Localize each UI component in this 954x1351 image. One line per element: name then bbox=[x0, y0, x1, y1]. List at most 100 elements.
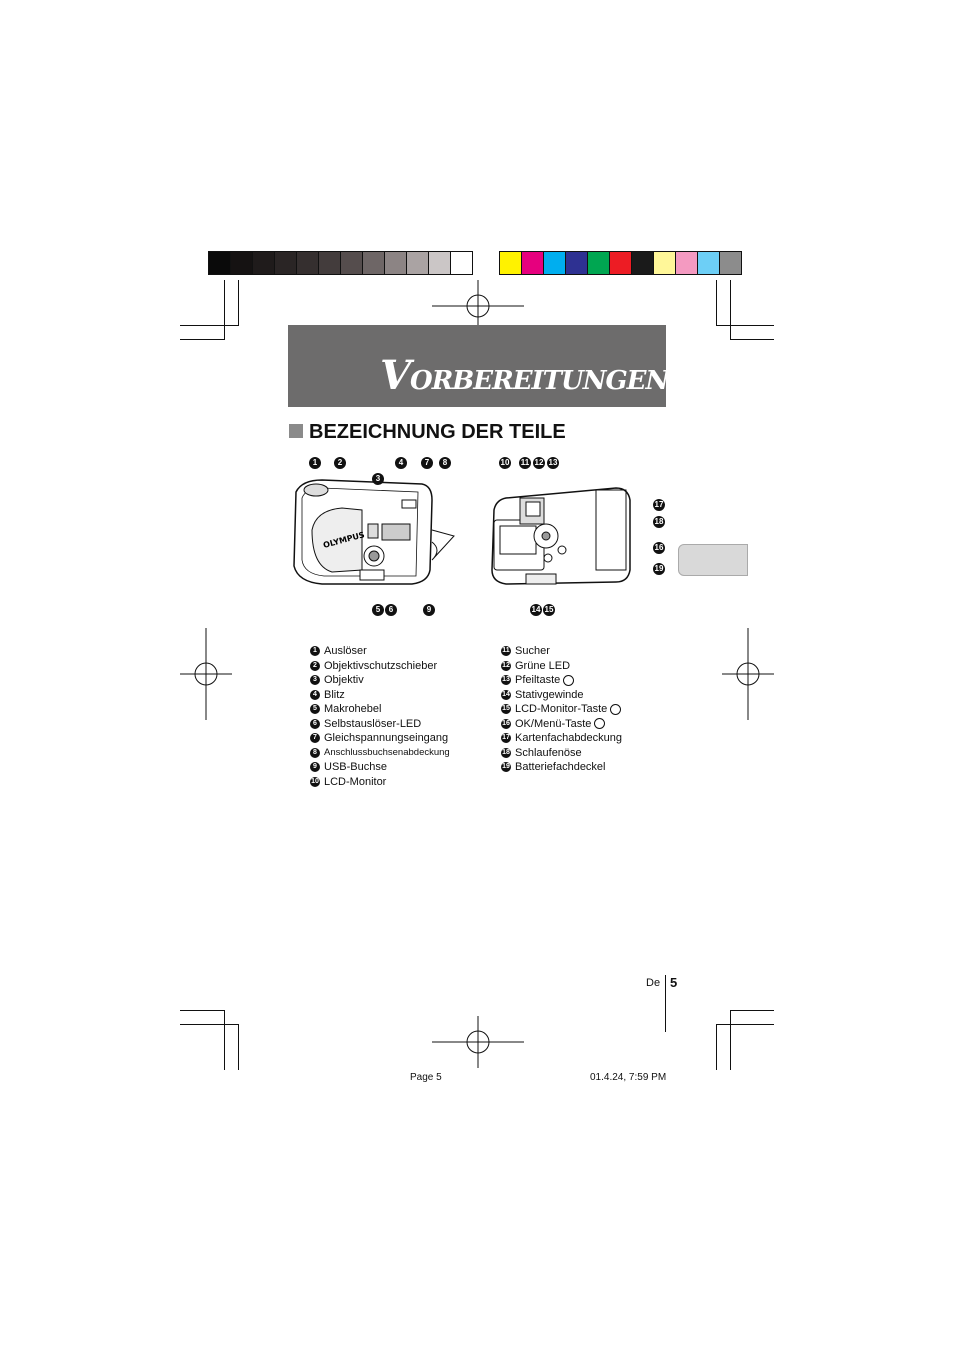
page-number-divider bbox=[665, 975, 666, 1032]
language-code: De bbox=[646, 977, 661, 989]
item-number-badge: 5 bbox=[310, 704, 320, 715]
item-number-badge: 3 bbox=[310, 675, 320, 686]
item-label: Stativgewinde bbox=[515, 688, 584, 701]
crop-mark bbox=[730, 339, 774, 340]
diagram-callout-number: 7 bbox=[421, 457, 433, 469]
item-number-badge: 2 bbox=[310, 660, 320, 671]
color-calibration-bar bbox=[499, 251, 742, 275]
crop-mark bbox=[716, 1024, 774, 1025]
list-item: 5 Makrohebel bbox=[310, 702, 450, 717]
color-swatch bbox=[676, 252, 698, 274]
crop-mark bbox=[238, 1024, 239, 1070]
crop-mark bbox=[730, 1010, 774, 1011]
diagram-callout-number: 11 bbox=[519, 457, 531, 469]
color-swatch bbox=[654, 252, 676, 274]
crop-mark bbox=[224, 1010, 225, 1070]
diagram-callout-number: 17 bbox=[653, 499, 665, 511]
diagram-callout-number: 18 bbox=[653, 516, 665, 528]
color-swatch bbox=[297, 252, 319, 274]
color-swatch bbox=[588, 252, 610, 274]
diagram-callout-number: 8 bbox=[439, 457, 451, 469]
color-swatch bbox=[610, 252, 632, 274]
item-number-badge: 12 bbox=[501, 660, 511, 671]
diagram-callout-number: 2 bbox=[334, 457, 346, 469]
list-item: 17 Kartenfachabdeckung bbox=[501, 731, 622, 746]
item-label: Auslöser bbox=[324, 645, 367, 657]
color-swatch bbox=[698, 252, 720, 274]
button-symbol-icon bbox=[610, 703, 622, 715]
diagram-callout-number: 3 bbox=[372, 473, 384, 485]
item-label: OK/Menü-Taste bbox=[515, 717, 592, 730]
crop-mark bbox=[224, 280, 225, 340]
item-number-badge: 10 bbox=[310, 776, 320, 787]
item-label: Sucher bbox=[515, 645, 550, 657]
item-label: Grüne LED bbox=[515, 659, 571, 672]
list-item: 8 Anschlussbuchsenabdeckung bbox=[310, 746, 450, 761]
list-item: 3 Objektiv bbox=[310, 673, 450, 688]
item-label: Objektivschutzschieber bbox=[324, 659, 438, 672]
list-item: 15 LCD-Monitor-Taste bbox=[501, 702, 622, 717]
section-title: BEZEICHNUNG DER TEILE bbox=[309, 421, 566, 443]
item-number-badge: 17 bbox=[501, 733, 511, 744]
registration-target-icon bbox=[722, 628, 774, 720]
item-label: Selbstauslöser-LED bbox=[324, 717, 422, 730]
crop-mark bbox=[716, 280, 717, 326]
item-number-badge: 11 bbox=[501, 646, 511, 657]
diagram-callout-number: 6 bbox=[385, 604, 397, 616]
color-swatch bbox=[363, 252, 385, 274]
item-label: USB-Buchse bbox=[324, 761, 387, 773]
color-swatch bbox=[451, 252, 472, 274]
crop-mark bbox=[180, 325, 238, 326]
chapter-title: VORBEREITUNGEN bbox=[380, 352, 669, 399]
crop-mark bbox=[180, 1010, 225, 1011]
diagram-callout-number: 19 bbox=[653, 563, 665, 575]
list-item: 10 LCD-Monitor bbox=[310, 775, 450, 790]
item-label: Objektiv bbox=[324, 674, 364, 686]
camera-back-illustration bbox=[491, 487, 631, 585]
color-swatch bbox=[566, 252, 588, 274]
color-swatch bbox=[720, 252, 741, 274]
registration-target-icon bbox=[432, 1016, 524, 1068]
diagram-callout-number: 14 bbox=[530, 604, 542, 616]
chapter-side-tab bbox=[678, 544, 748, 576]
button-symbol-icon bbox=[594, 718, 606, 730]
color-swatch bbox=[407, 252, 429, 274]
crop-mark bbox=[716, 1024, 717, 1070]
item-label: Gleichspannungseingang bbox=[324, 732, 449, 744]
color-swatch bbox=[429, 252, 451, 274]
item-label: LCD-Monitor-Taste bbox=[515, 703, 608, 715]
chapter-title-band bbox=[288, 325, 666, 407]
color-swatch bbox=[500, 252, 522, 274]
item-number-badge: 1 bbox=[310, 646, 320, 657]
color-swatch bbox=[385, 252, 407, 274]
crop-mark bbox=[730, 1010, 731, 1070]
crop-mark bbox=[180, 1024, 238, 1025]
item-number-badge: 15 bbox=[501, 704, 511, 715]
color-swatch bbox=[544, 252, 566, 274]
slug-timestamp: 01.4.24, 7:59 PM bbox=[590, 1072, 667, 1083]
item-label: LCD-Monitor bbox=[324, 775, 387, 788]
grayscale-calibration-bar bbox=[208, 251, 473, 275]
item-label: Makrohebel bbox=[324, 703, 382, 715]
color-swatch bbox=[253, 252, 275, 274]
item-label: Batteriefachdeckel bbox=[515, 761, 606, 773]
parts-list-left: 1 Auslöser 2 Objektivschutzschieber 3 Objekti… bbox=[310, 644, 450, 789]
arrow-pad-icon bbox=[563, 674, 575, 686]
crop-mark bbox=[730, 280, 731, 340]
item-label: Anschlussbuchsenabdeckung bbox=[324, 746, 450, 758]
item-number-badge: 8 bbox=[310, 747, 320, 758]
registration-target-icon bbox=[432, 280, 524, 332]
diagram-callout-number: 4 bbox=[395, 457, 407, 469]
color-swatch bbox=[319, 252, 341, 274]
list-item: 2 Objektivschutzschieber bbox=[310, 659, 450, 674]
item-label: Kartenfachabdeckung bbox=[515, 732, 623, 744]
item-label: Blitz bbox=[324, 688, 345, 701]
diagram-callout-number: 10 bbox=[499, 457, 511, 469]
